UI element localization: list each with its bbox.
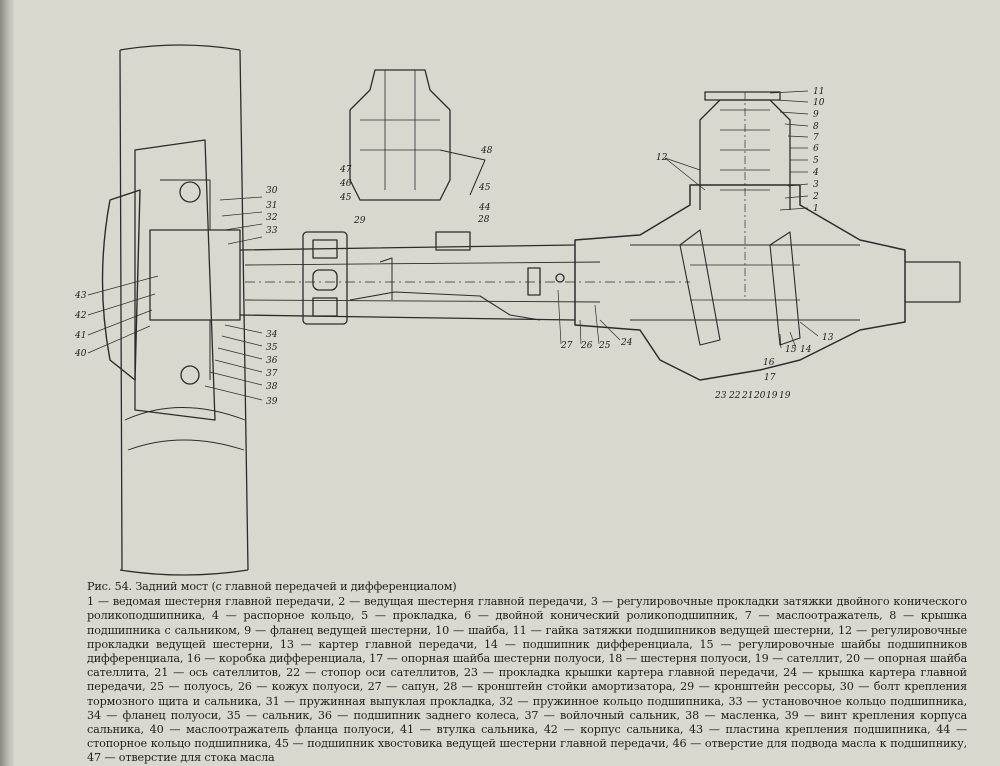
axle-shaft	[244, 261, 601, 303]
callout-44: 44	[478, 203, 491, 213]
callout-39: 39	[266, 397, 278, 407]
tire-tread	[124, 407, 246, 451]
callout-33: 33	[266, 226, 278, 236]
callout-numbers: 1234567891011121314151617191920212223242…	[74, 87, 834, 407]
callout-2: 2	[812, 192, 819, 202]
callout-40: 40	[74, 349, 87, 359]
rear-axle-drawing: 1234567891011121314151617191920212223242…	[74, 44, 961, 576]
hub-bolt	[179, 181, 201, 203]
breather	[527, 267, 541, 296]
callout-5: 5	[813, 156, 819, 166]
callout-16: 16	[763, 358, 775, 368]
callout-38: 38	[266, 382, 278, 392]
callout-12: 12	[656, 153, 668, 163]
callout-24: 24	[620, 338, 633, 348]
callout-31: 31	[266, 201, 277, 211]
callout-35: 35	[266, 343, 278, 353]
callout-36: 36	[266, 356, 278, 366]
callout-32: 32	[266, 213, 278, 223]
book-spine-shadow	[0, 0, 14, 766]
callout-28: 28	[477, 215, 490, 225]
callout-27: 27	[560, 341, 573, 351]
callout-7: 7	[813, 133, 819, 143]
callout-29: 29	[353, 216, 366, 226]
brake-pipe	[349, 291, 541, 321]
callout-20: 20	[753, 391, 766, 401]
callout-10: 10	[813, 98, 825, 108]
callout-34: 34	[266, 330, 278, 340]
figure-title: Рис. 54. Задний мост (с главной передаче…	[87, 580, 457, 593]
axle-output-right	[905, 261, 961, 303]
oil-pipe	[439, 149, 486, 196]
callout-48: 48	[480, 146, 493, 156]
callout-30: 30	[266, 186, 278, 196]
callout-6: 6	[813, 144, 819, 154]
tire-outline	[119, 44, 249, 576]
callout-41: 41	[74, 331, 86, 341]
callout-15: 15	[785, 345, 797, 355]
callout-45: 45	[339, 193, 352, 203]
axle-housing-tube	[239, 244, 576, 321]
callout-19: 19	[779, 391, 791, 401]
shock-bracket	[435, 231, 471, 251]
callout-13: 13	[822, 333, 834, 343]
brake-drum	[134, 139, 216, 421]
figure-legend: 1 — ведомая шестерня главной передачи, 2…	[87, 595, 967, 765]
callout-17: 17	[764, 373, 776, 383]
callout-11: 11	[813, 87, 824, 97]
callout-22: 22	[728, 391, 741, 401]
callout-47: 47	[339, 165, 352, 175]
callout-26: 26	[580, 341, 593, 351]
hub-flange	[149, 229, 241, 321]
callout-21: 21	[741, 391, 753, 401]
figure-caption: Рис. 54. Задний мост (с главной передаче…	[87, 580, 967, 766]
callout-37: 37	[266, 369, 278, 379]
spring-bracket	[302, 231, 348, 325]
callout-3: 3	[813, 180, 819, 190]
callout-8: 8	[813, 122, 819, 132]
callout-9: 9	[813, 110, 819, 120]
callout-46: 46	[339, 179, 352, 189]
callout-4: 4	[812, 168, 819, 178]
callout-1: 1	[813, 204, 819, 214]
callout-19: 19	[766, 391, 778, 401]
wheel-rim	[101, 189, 141, 381]
ring-gear	[679, 229, 721, 346]
pinion-inset	[349, 69, 451, 201]
callout-25: 25	[598, 341, 611, 351]
callout-42: 42	[74, 311, 87, 321]
callout-43: 43	[74, 291, 87, 301]
callout-45: 45	[478, 183, 491, 193]
callout-14: 14	[800, 345, 812, 355]
callout-23: 23	[714, 391, 727, 401]
differential-carrier	[574, 184, 906, 381]
